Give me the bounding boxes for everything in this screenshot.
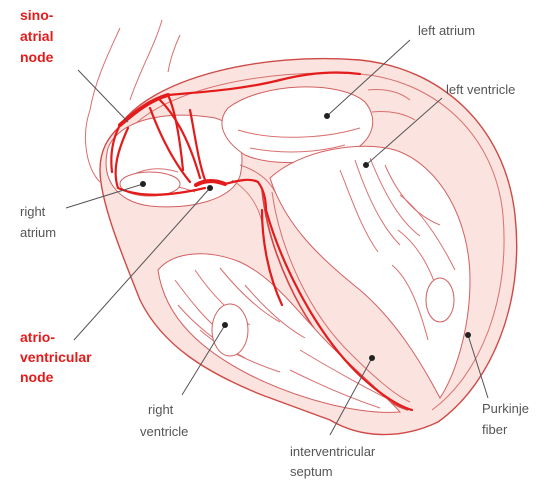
pointer-dot-purkinje — [465, 332, 471, 338]
pointer-dot-right-atrium — [140, 181, 146, 187]
label-left-atrium: left atrium — [418, 23, 475, 38]
pointer-dot-av-node — [207, 185, 213, 191]
label-purkinje-fiber: Purkinje fiber — [482, 401, 533, 437]
label-right-atrium: right atrium — [20, 204, 56, 240]
label-sinoatrial-node: sino- atrial node — [20, 7, 57, 65]
label-left-ventricle: left ventricle — [446, 82, 515, 97]
pointer-dot-left-ventricle — [363, 162, 369, 168]
label-atrioventricular-node: atrio- ventricular node — [20, 329, 95, 385]
label-interventricular-septum: interventricular septum — [290, 444, 379, 479]
pointer-dot-left-atrium — [324, 113, 330, 119]
pointer-dot-right-ventricle — [222, 322, 228, 328]
pointer-dot-septum — [369, 355, 375, 361]
label-right-ventricle: right ventricle — [140, 402, 188, 439]
